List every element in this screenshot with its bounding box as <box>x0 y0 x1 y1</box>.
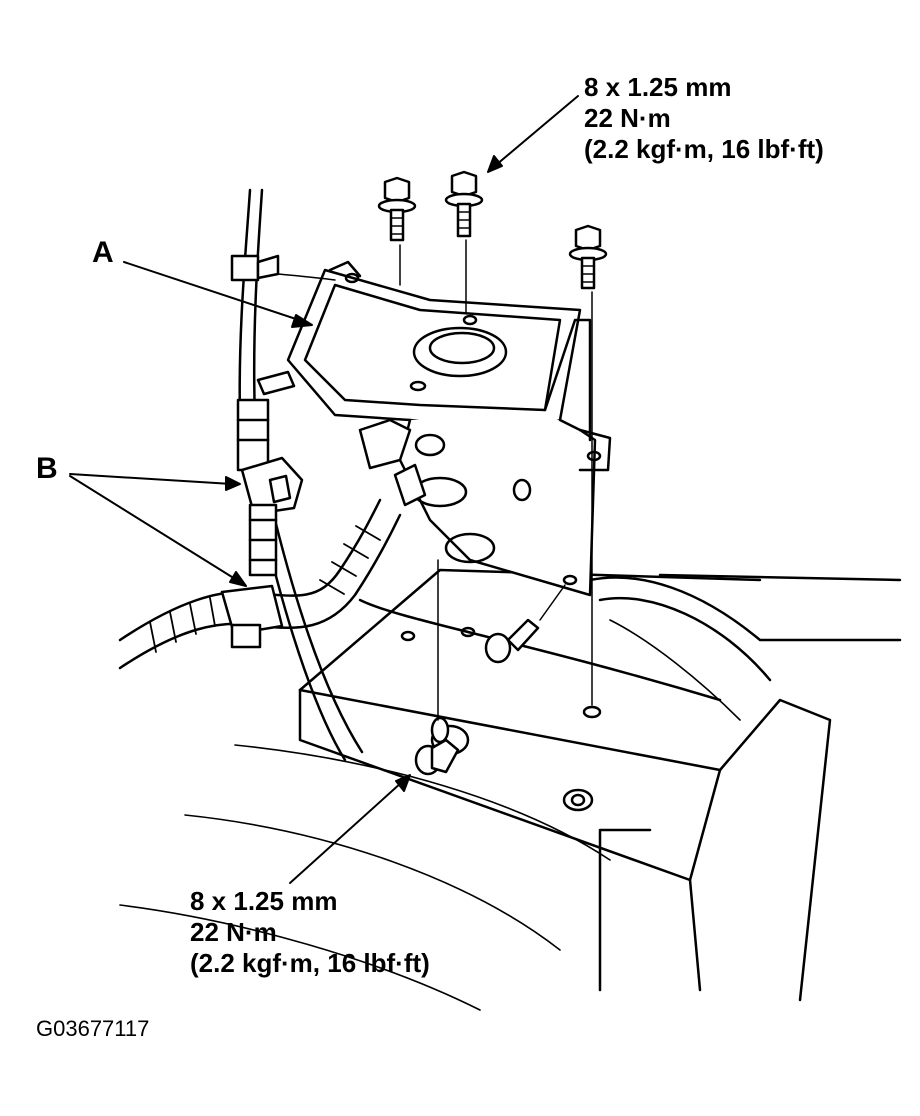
bottom-spec-block: 8 x 1.25 mm 22 N·m (2.2 kgf·m, 16 lbf·ft… <box>190 886 430 979</box>
top-bolts <box>277 170 608 706</box>
figure-code: G03677117 <box>36 1016 150 1041</box>
bottom-spec-torque-alt: (2.2 kgf·m, 16 lbf·ft) <box>190 948 430 978</box>
top-spec-size: 8 x 1.25 mm <box>584 72 732 102</box>
arrow-a <box>123 261 306 323</box>
wire-harness <box>118 498 402 670</box>
label-a: A <box>92 236 114 269</box>
cable-sleeve-b <box>236 398 304 577</box>
cable-clip-upper <box>230 254 280 282</box>
bolt-3 <box>568 224 608 290</box>
bolt-1 <box>377 176 417 242</box>
leader-arrows <box>69 95 579 884</box>
top-spec-torque-alt: (2.2 kgf·m, 16 lbf·ft) <box>584 134 824 164</box>
arrow-bottom-spec <box>289 781 403 884</box>
bracket-a <box>256 260 612 597</box>
arrow-b2 <box>69 475 241 583</box>
top-spec-block: 8 x 1.25 mm 22 N·m (2.2 kgf·m, 16 lbf·ft… <box>584 72 824 165</box>
bottom-spec-size: 8 x 1.25 mm <box>190 886 338 916</box>
side-bolts <box>414 559 566 776</box>
vehicle-frame <box>298 568 902 1002</box>
bolt-side-low <box>414 716 460 776</box>
bottom-spec-torque-nm: 22 N·m <box>190 917 277 947</box>
arrow-b1 <box>69 473 233 485</box>
top-spec-torque-nm: 22 N·m <box>584 103 671 133</box>
bolt-side-mid <box>484 618 540 664</box>
bolt-2 <box>444 170 484 238</box>
arrow-top-spec <box>495 95 579 166</box>
label-b: B <box>36 452 58 485</box>
